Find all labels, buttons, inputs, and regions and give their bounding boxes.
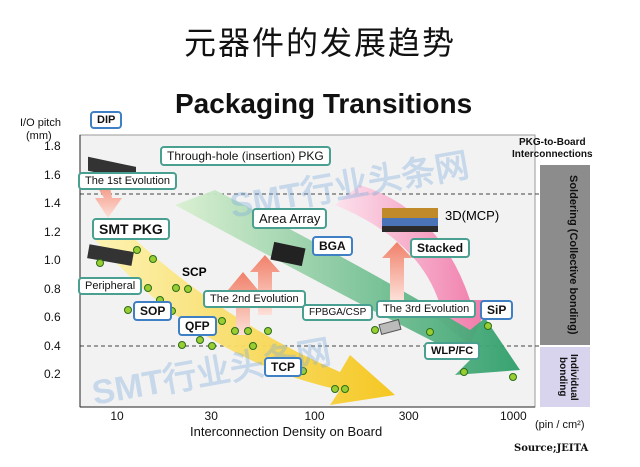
- data-point: [196, 336, 204, 344]
- label-fpbga-csp: FPBGA/CSP: [302, 304, 374, 321]
- data-point: [460, 368, 468, 376]
- data-point: [341, 385, 349, 393]
- y-tick-label: 0.6: [44, 310, 61, 324]
- data-point: [231, 327, 239, 335]
- label-stacked: Stacked: [410, 238, 471, 258]
- label-third-evolution: The 3rd Evolution: [376, 300, 477, 318]
- pkg-to-board-label: PKG-to-Board Interconnections: [512, 137, 593, 161]
- label-through-hole: Through-hole (insertion) PKG: [160, 146, 331, 166]
- y-tick-label: 0.2: [44, 367, 61, 381]
- label-tcp: TCP: [264, 357, 302, 377]
- side-bar-individual: [540, 347, 590, 407]
- data-point: [144, 284, 152, 292]
- data-point: [184, 285, 192, 293]
- data-point: [218, 317, 226, 325]
- data-point: [371, 326, 379, 334]
- label-peripheral: Peripheral: [78, 277, 143, 295]
- y-tick-label: 1.0: [44, 253, 61, 267]
- label-area-array: Area Array: [252, 208, 328, 229]
- label-first-evolution: The 1st Evolution: [78, 172, 177, 190]
- label-sip: SiP: [480, 300, 514, 320]
- data-points: [96, 246, 517, 393]
- y-tick-label: 1.4: [44, 196, 61, 210]
- data-point: [484, 322, 492, 330]
- data-point: [96, 259, 104, 267]
- y-tick-label: 1.6: [44, 167, 61, 182]
- y-tick-label: 0.8: [44, 281, 61, 296]
- y-tick-label: 1.8: [44, 139, 61, 153]
- smt-chip-image: [87, 244, 134, 266]
- label-3d-mcp: 3D(MCP): [445, 208, 500, 223]
- source-label: Source;JEITA: [514, 443, 589, 454]
- label-scp: SCP: [182, 265, 207, 279]
- label-qfp: QFP: [178, 316, 217, 336]
- pkg-to-board-line1: PKG-to-Board: [518, 137, 586, 148]
- label-sop: SOP: [133, 301, 173, 321]
- data-point: [244, 327, 252, 335]
- side-label-individual: Individual bonding: [557, 353, 579, 401]
- data-point: [426, 328, 434, 336]
- wlp-chip-image: [378, 318, 402, 336]
- data-point: [124, 306, 132, 314]
- label-wlp-fc: WLP/FC: [424, 342, 481, 360]
- yellow-band: [95, 230, 395, 405]
- data-point: [133, 246, 141, 254]
- y-tick-label: 1.2: [44, 224, 61, 239]
- data-point: [509, 373, 517, 381]
- second-evolution-arrow-2: [250, 255, 280, 315]
- y-axis-label-line2: (mm): [26, 130, 52, 142]
- data-point: [178, 341, 186, 349]
- label-bga: BGA: [312, 236, 353, 256]
- x-tick-label: 1000: [500, 409, 527, 423]
- data-point: [264, 327, 272, 335]
- y-axis-label-line1: I/O pitch: [20, 117, 61, 129]
- data-point: [172, 284, 180, 292]
- y-tick-label: 0.4: [44, 338, 61, 353]
- data-point: [208, 342, 216, 350]
- bga-chip-image: [270, 241, 306, 267]
- x-axis-label: Interconnection Density on Board: [190, 424, 383, 439]
- chart-title: Packaging Transitions: [175, 88, 473, 119]
- label-smt-pkg: SMT PKG: [92, 218, 170, 240]
- 3d-chip-image: [382, 208, 438, 232]
- x-tick-label: 30: [204, 409, 218, 423]
- data-point: [149, 255, 157, 263]
- side-label-soldering: Soldering (Collective bonding): [567, 174, 579, 335]
- green-band: [175, 190, 520, 375]
- label-dip: DIP: [90, 111, 123, 129]
- x-tick-label: 10: [110, 409, 124, 423]
- label-second-evolution: The 2nd Evolution: [203, 290, 306, 308]
- pkg-to-board-line2: Interconnections: [512, 149, 593, 160]
- data-point: [249, 342, 257, 350]
- side-bar-soldering: [540, 165, 590, 345]
- x-tick-label: 100: [304, 409, 325, 423]
- x-axis-unit: (pin / cm²): [535, 419, 585, 431]
- page-title: 元器件的发展趋势: [183, 24, 456, 62]
- y-axis-label: I/O pitch (mm): [20, 117, 61, 143]
- x-tick-label: 300: [398, 409, 419, 423]
- third-evolution-arrow: [382, 242, 412, 300]
- data-point: [331, 385, 339, 393]
